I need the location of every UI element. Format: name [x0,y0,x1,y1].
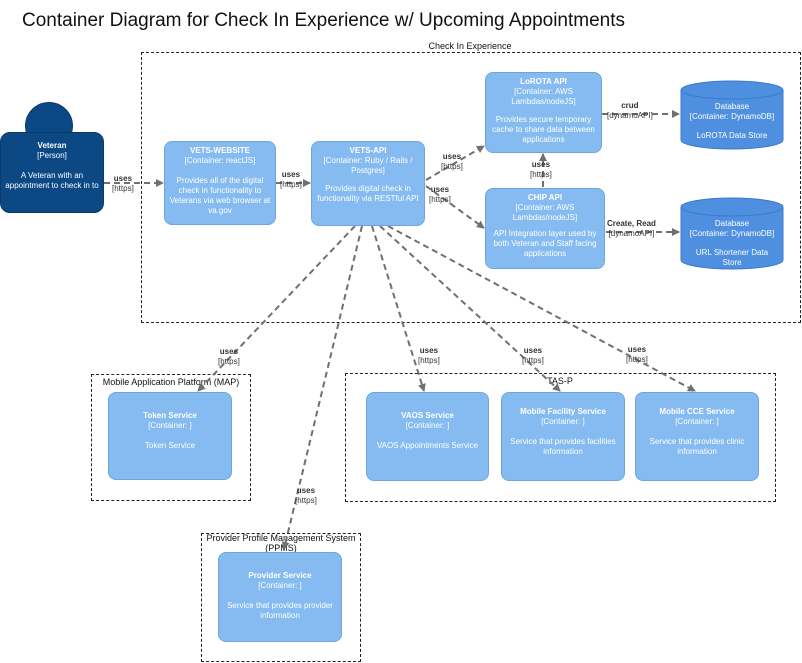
map-boundary-label: Mobile Application Platform (MAP) [102,377,240,387]
mobile-cce-service-name: Mobile CCE Service [659,407,735,416]
mobile-facility-service-type: [Container: ] [541,417,585,426]
edge-api-lorota [425,145,485,181]
mobile-cce-service-type: [Container: ] [675,417,719,426]
database-cylinder-icon [680,197,784,270]
lorota-api-name: LoROTA API [520,77,567,86]
tasp-boundary [345,373,776,502]
database-cylinder-icon [680,80,784,150]
chip-api-container[interactable]: CHIP API [Container: AWS Lambdas/nodeJS]… [485,188,605,269]
token-service-desc: Token Service [144,441,196,450]
vets-api-container[interactable]: VETS-API [Container: Ruby / Rails / Post… [311,141,425,226]
mobile-cce-service-container[interactable]: Mobile CCE Service [Container: ] Service… [635,392,759,481]
url-db-type: [Container: DynamoDB] [689,229,775,238]
url-db-desc: URL Shortener Data Store [695,248,769,267]
lorota-database[interactable]: Database [Container: DynamoDB] LoROTA Da… [680,80,784,150]
edge-label-api-token: uses[https] [218,347,240,366]
token-service-name: Token Service [143,411,197,420]
lorota-db-name: Database [714,102,750,111]
vets-website-type: [Container: reactJS] [184,156,256,165]
edge-label-chip-lorota: uses[https] [530,160,552,179]
mobile-facility-service-desc: Service that provides facilities informa… [510,437,616,456]
chip-api-name: CHIP API [527,193,563,202]
edge-label-api-cce: uses[https] [626,345,648,364]
edge-label-api-vaos: uses[https] [418,346,440,365]
lorota-db-desc: LoROTA Data Store [696,131,768,140]
edge-api-provider [281,225,363,550]
provider-service-container[interactable]: Provider Service [Container: ] Service t… [218,552,342,642]
veteran-desc: A Veteran with an appointment to check i… [5,171,99,190]
lorota-api-container[interactable]: LoROTA API [Container: AWS Lambdas/nodeJ… [485,72,602,153]
vets-api-desc: Provides digital check in functionality … [317,184,419,203]
lorota-api-desc: Provides secure temporary cache to share… [492,115,595,144]
url-db-name: Database [714,219,750,228]
provider-service-type: [Container: ] [258,581,302,590]
lorota-db-type: [Container: DynamoDB] [689,112,775,121]
vets-api-type: [Container: Ruby / Rails / Postgres] [323,156,413,175]
veteran-person[interactable]: Veteran [Person] A Veteran with an appoi… [0,132,104,213]
lorota-api-type: [Container: AWS Lambdas/nodeJS] [511,87,576,106]
ppms-boundary [201,533,361,662]
mobile-facility-service-container[interactable]: Mobile Facility Service [Container: ] Se… [501,392,625,481]
edge-label-api-provider: uses[https] [295,486,317,505]
vets-website-name: VETS-WEBSITE [189,146,250,155]
vets-website-container[interactable]: VETS-WEBSITE [Container: reactJS] Provid… [164,141,276,225]
provider-service-desc: Service that provides provider informati… [227,601,333,620]
vaos-service-container[interactable]: VAOS Service [Container: ] VAOS Appointm… [366,392,489,481]
vets-api-name: VETS-API [349,146,387,155]
edge-label-website-api: uses[https] [280,170,302,189]
tasp-boundary-label: TAS-P [547,376,573,386]
edge-api-cce [387,225,696,392]
map-boundary [91,374,251,501]
edge-label-api-lorota: uses[https] [441,152,463,171]
edge-api-token [197,225,356,392]
token-service-container[interactable]: Token Service [Container: ] Token Servic… [108,392,232,480]
vaos-service-name: VAOS Service [401,411,454,420]
check-in-experience-boundary-label: Check In Experience [428,41,512,51]
vaos-service-type: [Container: ] [405,421,450,430]
edge-api-vaos [371,225,426,392]
url-shortener-database[interactable]: Database [Container: DynamoDB] URL Short… [680,197,784,270]
check-in-experience-boundary [141,52,801,323]
vaos-service-desc: VAOS Appointments Service [376,441,479,450]
mobile-cce-service-desc: Service that provides clinic information [649,437,745,456]
chip-api-desc: API Integration layer used by both Veter… [493,229,597,258]
edge-api-facility [379,225,561,392]
edge-label-api-facility: uses[https] [522,346,544,365]
provider-service-name: Provider Service [248,571,312,580]
edge-label-chip-urldb: Create, Read[dynamoAPI] [607,219,656,238]
diagram-title: Container Diagram for Check In Experienc… [22,10,626,31]
edge-label-veteran-website: uses[https] [112,174,134,193]
ppms-boundary-label: Provider Profile Management System (PPMS… [206,533,356,553]
edge-label-api-chip: uses[https] [429,185,451,204]
veteran-name: Veteran [37,141,67,150]
edge-api-chip [425,185,485,229]
token-service-type: [Container: ] [148,421,192,430]
vets-website-desc: Provides all of the digital check in fun… [169,176,271,215]
mobile-facility-service-name: Mobile Facility Service [520,407,606,416]
veteran-type: [Person] [37,151,67,160]
edge-label-lorota-db: crud[dynamoAPI] [607,101,653,120]
chip-api-type: [Container: AWS Lambdas/nodeJS] [512,203,578,222]
